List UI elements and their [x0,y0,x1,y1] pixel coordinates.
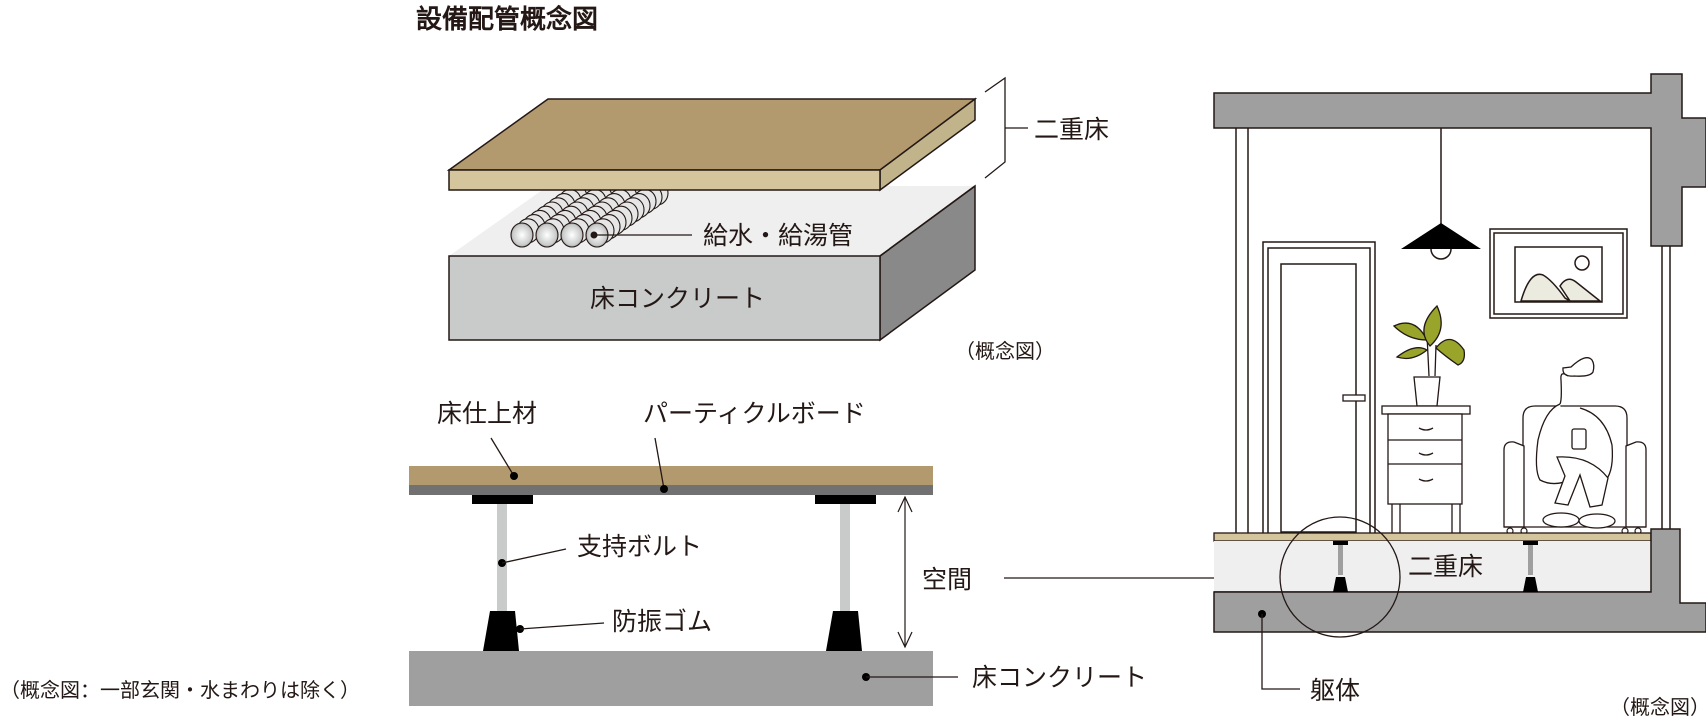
pipe-segment [510,222,534,248]
pendant-lamp-icon [1401,128,1481,260]
zoom-highlight-circle [1279,516,1401,638]
diagram-title: 設備配管概念図 [416,4,598,35]
support-right [815,495,876,651]
person-in-armchair-icon [1503,357,1647,535]
room-support-right [1523,541,1538,592]
space-arrow [897,495,913,649]
room-label-structure: 躯体 [1310,676,1360,705]
plant-icon [1392,304,1466,407]
label-floor-finish: 床仕上材 [437,399,537,428]
iso-floor-board [446,97,978,192]
room-diagram: 二重床 躯体 （概念図） [1213,73,1706,719]
iso-board-front [448,169,881,191]
section-particle-board [409,485,933,495]
label-space: 空間 [922,565,972,594]
section-note: （概念図：一部玄関・水まわりは除く） [0,678,360,702]
pipe-segment [560,222,584,248]
room-label-double-floor: 二重床 [1408,552,1483,581]
pipe-segment [535,222,559,248]
room-structure-slab [1213,528,1706,633]
iso-concrete-front [448,255,881,341]
label-particle-board: パーティクルボード [643,399,866,428]
room-caption: （概念図） [1610,695,1706,719]
iso-label-concrete: 床コンクリート [590,284,765,313]
iso-bracket [984,76,1006,179]
iso-caption: （概念図） [955,339,1055,363]
room-support-left [1333,541,1348,592]
ceiling-slab [1213,73,1706,247]
support-left [472,495,533,651]
label-support-bolt: 支持ボルト [577,532,702,561]
room-floor-finish [1213,532,1652,542]
structure-leader [1261,614,1300,690]
section-concrete [409,651,933,706]
iso-concrete-block [448,184,976,342]
drawer-chest-icon [1381,405,1471,534]
iso-label-pipes: 給水・給湯管 [703,221,853,250]
label-anti-vibration-rubber: 防振ゴム [612,607,712,636]
door-icon [1262,241,1376,535]
iso-diagram: 二重床 給水・給湯管 床コンクリート （概念図） [446,76,1109,363]
picture-frame-icon [1489,228,1628,319]
section-floor-finish [409,466,933,485]
label-section-concrete: 床コンクリート [972,663,1147,692]
iso-label-double-floor: 二重床 [1034,115,1109,144]
section-diagram: 床仕上材 パーティクルボード 支持ボルト 防振ゴム [0,399,1288,706]
